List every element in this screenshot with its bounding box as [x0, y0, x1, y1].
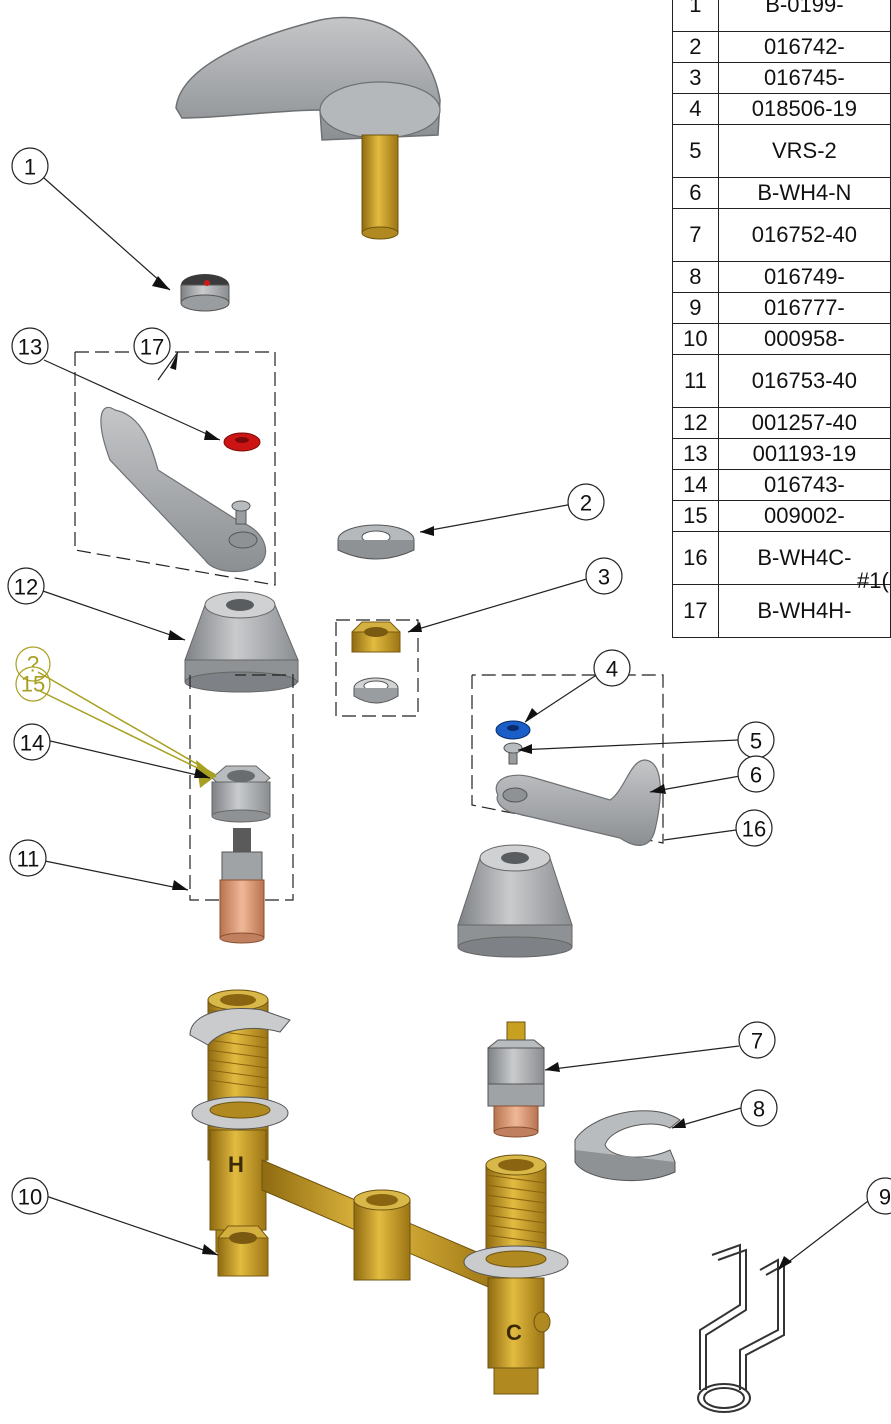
part-number: 016742- — [717, 31, 891, 63]
callout-15: 15 — [21, 672, 45, 697]
callout-5: 5 — [750, 729, 762, 754]
item-number: 12 — [672, 407, 719, 439]
callout-11: 11 — [17, 847, 40, 872]
item-number: 13 — [672, 438, 719, 470]
stem-assembly-box — [189, 674, 294, 944]
part-number: B-WH4C- — [717, 531, 891, 585]
callout-13: 13 — [18, 335, 42, 360]
item-number: 6 — [672, 177, 719, 209]
callout-1: 1 — [24, 155, 36, 180]
cold-cartridge — [487, 1021, 545, 1138]
item-number: 15 — [672, 500, 719, 532]
item-number: 7 — [672, 208, 719, 262]
part-number: 001257-40 — [717, 407, 891, 439]
part-number: 016752-40 — [717, 208, 891, 262]
hot-marking: H — [228, 1152, 244, 1177]
arrowheads — [152, 276, 792, 1270]
aerator — [180, 274, 230, 312]
callout-9: 9 — [879, 1185, 891, 1210]
part-number: 018506-19 — [717, 93, 891, 125]
callout-4: 4 — [606, 657, 618, 682]
item-number: 11 — [672, 354, 719, 408]
item-number: 1 — [672, 0, 719, 32]
bonnet-right — [457, 844, 573, 958]
inlet-nut — [217, 1225, 269, 1277]
callout-7: 7 — [751, 1029, 763, 1054]
hot-handle-assembly — [74, 351, 276, 586]
callout-6: 6 — [750, 763, 762, 788]
part-number: 000958- — [717, 323, 891, 355]
callout-15-question: ? — [27, 652, 39, 677]
callout-2: 2 — [580, 491, 592, 516]
part-number: 001193-19 — [717, 438, 891, 470]
nut-assembly — [335, 619, 419, 717]
valve-body — [189, 989, 569, 1395]
part-number: 016745- — [717, 62, 891, 94]
part-number: B-WH4-N — [717, 177, 891, 209]
cold-marking: C — [506, 1320, 522, 1345]
wire-clip — [697, 1243, 785, 1413]
callout-8: 8 — [753, 1097, 765, 1122]
callout-12: 12 — [14, 575, 38, 600]
part-number: 016753-40 — [717, 354, 891, 408]
bonnet-left — [184, 591, 299, 693]
callout-16: 16 — [742, 817, 766, 842]
part-number: 009002- — [717, 500, 891, 532]
item-number: 3 — [672, 62, 719, 94]
footnote: #1( — [857, 568, 889, 593]
part-number: 016743- — [717, 469, 891, 501]
callout-circles-olive — [15, 646, 51, 702]
part-number: B-0199- — [717, 0, 891, 32]
item-number: 9 — [672, 292, 719, 324]
callout-3: 3 — [598, 565, 610, 590]
spout — [175, 16, 441, 240]
part-number: VRS-2 — [717, 124, 891, 178]
flange-washer — [337, 524, 415, 560]
callout-14: 14 — [20, 731, 44, 756]
part-number: 016777- — [717, 292, 891, 324]
item-number: 17 — [672, 584, 719, 638]
item-number: 5 — [672, 124, 719, 178]
callout-10: 10 — [18, 1185, 42, 1210]
item-number: 10 — [672, 323, 719, 355]
olive-annotation — [37, 671, 217, 788]
item-number: 14 — [672, 469, 719, 501]
callout-17: 17 — [140, 335, 164, 360]
part-number: B-WH4H- — [717, 584, 891, 638]
callout-circles — [7, 147, 891, 1215]
part-number: 016749- — [717, 261, 891, 293]
item-number: 8 — [672, 261, 719, 293]
item-number: 16 — [672, 531, 719, 585]
item-number: 2 — [672, 31, 719, 63]
cold-handle-assembly — [471, 674, 664, 846]
item-number: 4 — [672, 93, 719, 125]
horseshoe-washer — [574, 1110, 681, 1182]
